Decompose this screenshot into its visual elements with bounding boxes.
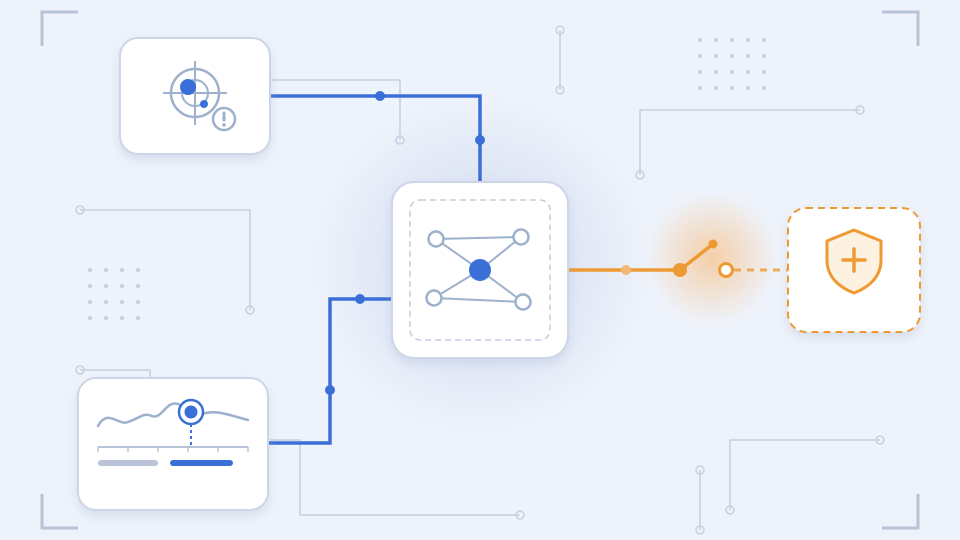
- connection-signal-to-hub: [268, 294, 392, 445]
- background-traces: [75, 25, 885, 535]
- signal-waveform-icon: [96, 398, 250, 466]
- bracket-top-left: [40, 10, 78, 46]
- radar-target-alert-icon: [163, 61, 237, 132]
- bracket-top-right: [882, 10, 920, 46]
- network-graph-icon: [425, 228, 532, 311]
- shield-card[interactable]: [787, 207, 921, 333]
- shield-plus-icon: [825, 228, 883, 295]
- radar-card[interactable]: [119, 37, 271, 155]
- signal-bar-active: [170, 460, 233, 466]
- dot-grid-top-right: [698, 38, 766, 90]
- switch-glow: [647, 193, 777, 323]
- signal-bar-muted: [98, 460, 158, 466]
- bracket-bottom-right: [882, 494, 920, 530]
- hub-card[interactable]: [391, 181, 569, 359]
- connection-hub-to-switch: [568, 265, 680, 275]
- corner-brackets: [40, 10, 920, 530]
- dot-grid-left: [88, 268, 140, 320]
- bracket-bottom-left: [40, 494, 78, 530]
- connection-radar-to-hub: [270, 91, 485, 182]
- hub-inner-frame: [409, 199, 551, 341]
- open-switch-icon: [673, 239, 734, 278]
- signal-card[interactable]: [77, 377, 269, 511]
